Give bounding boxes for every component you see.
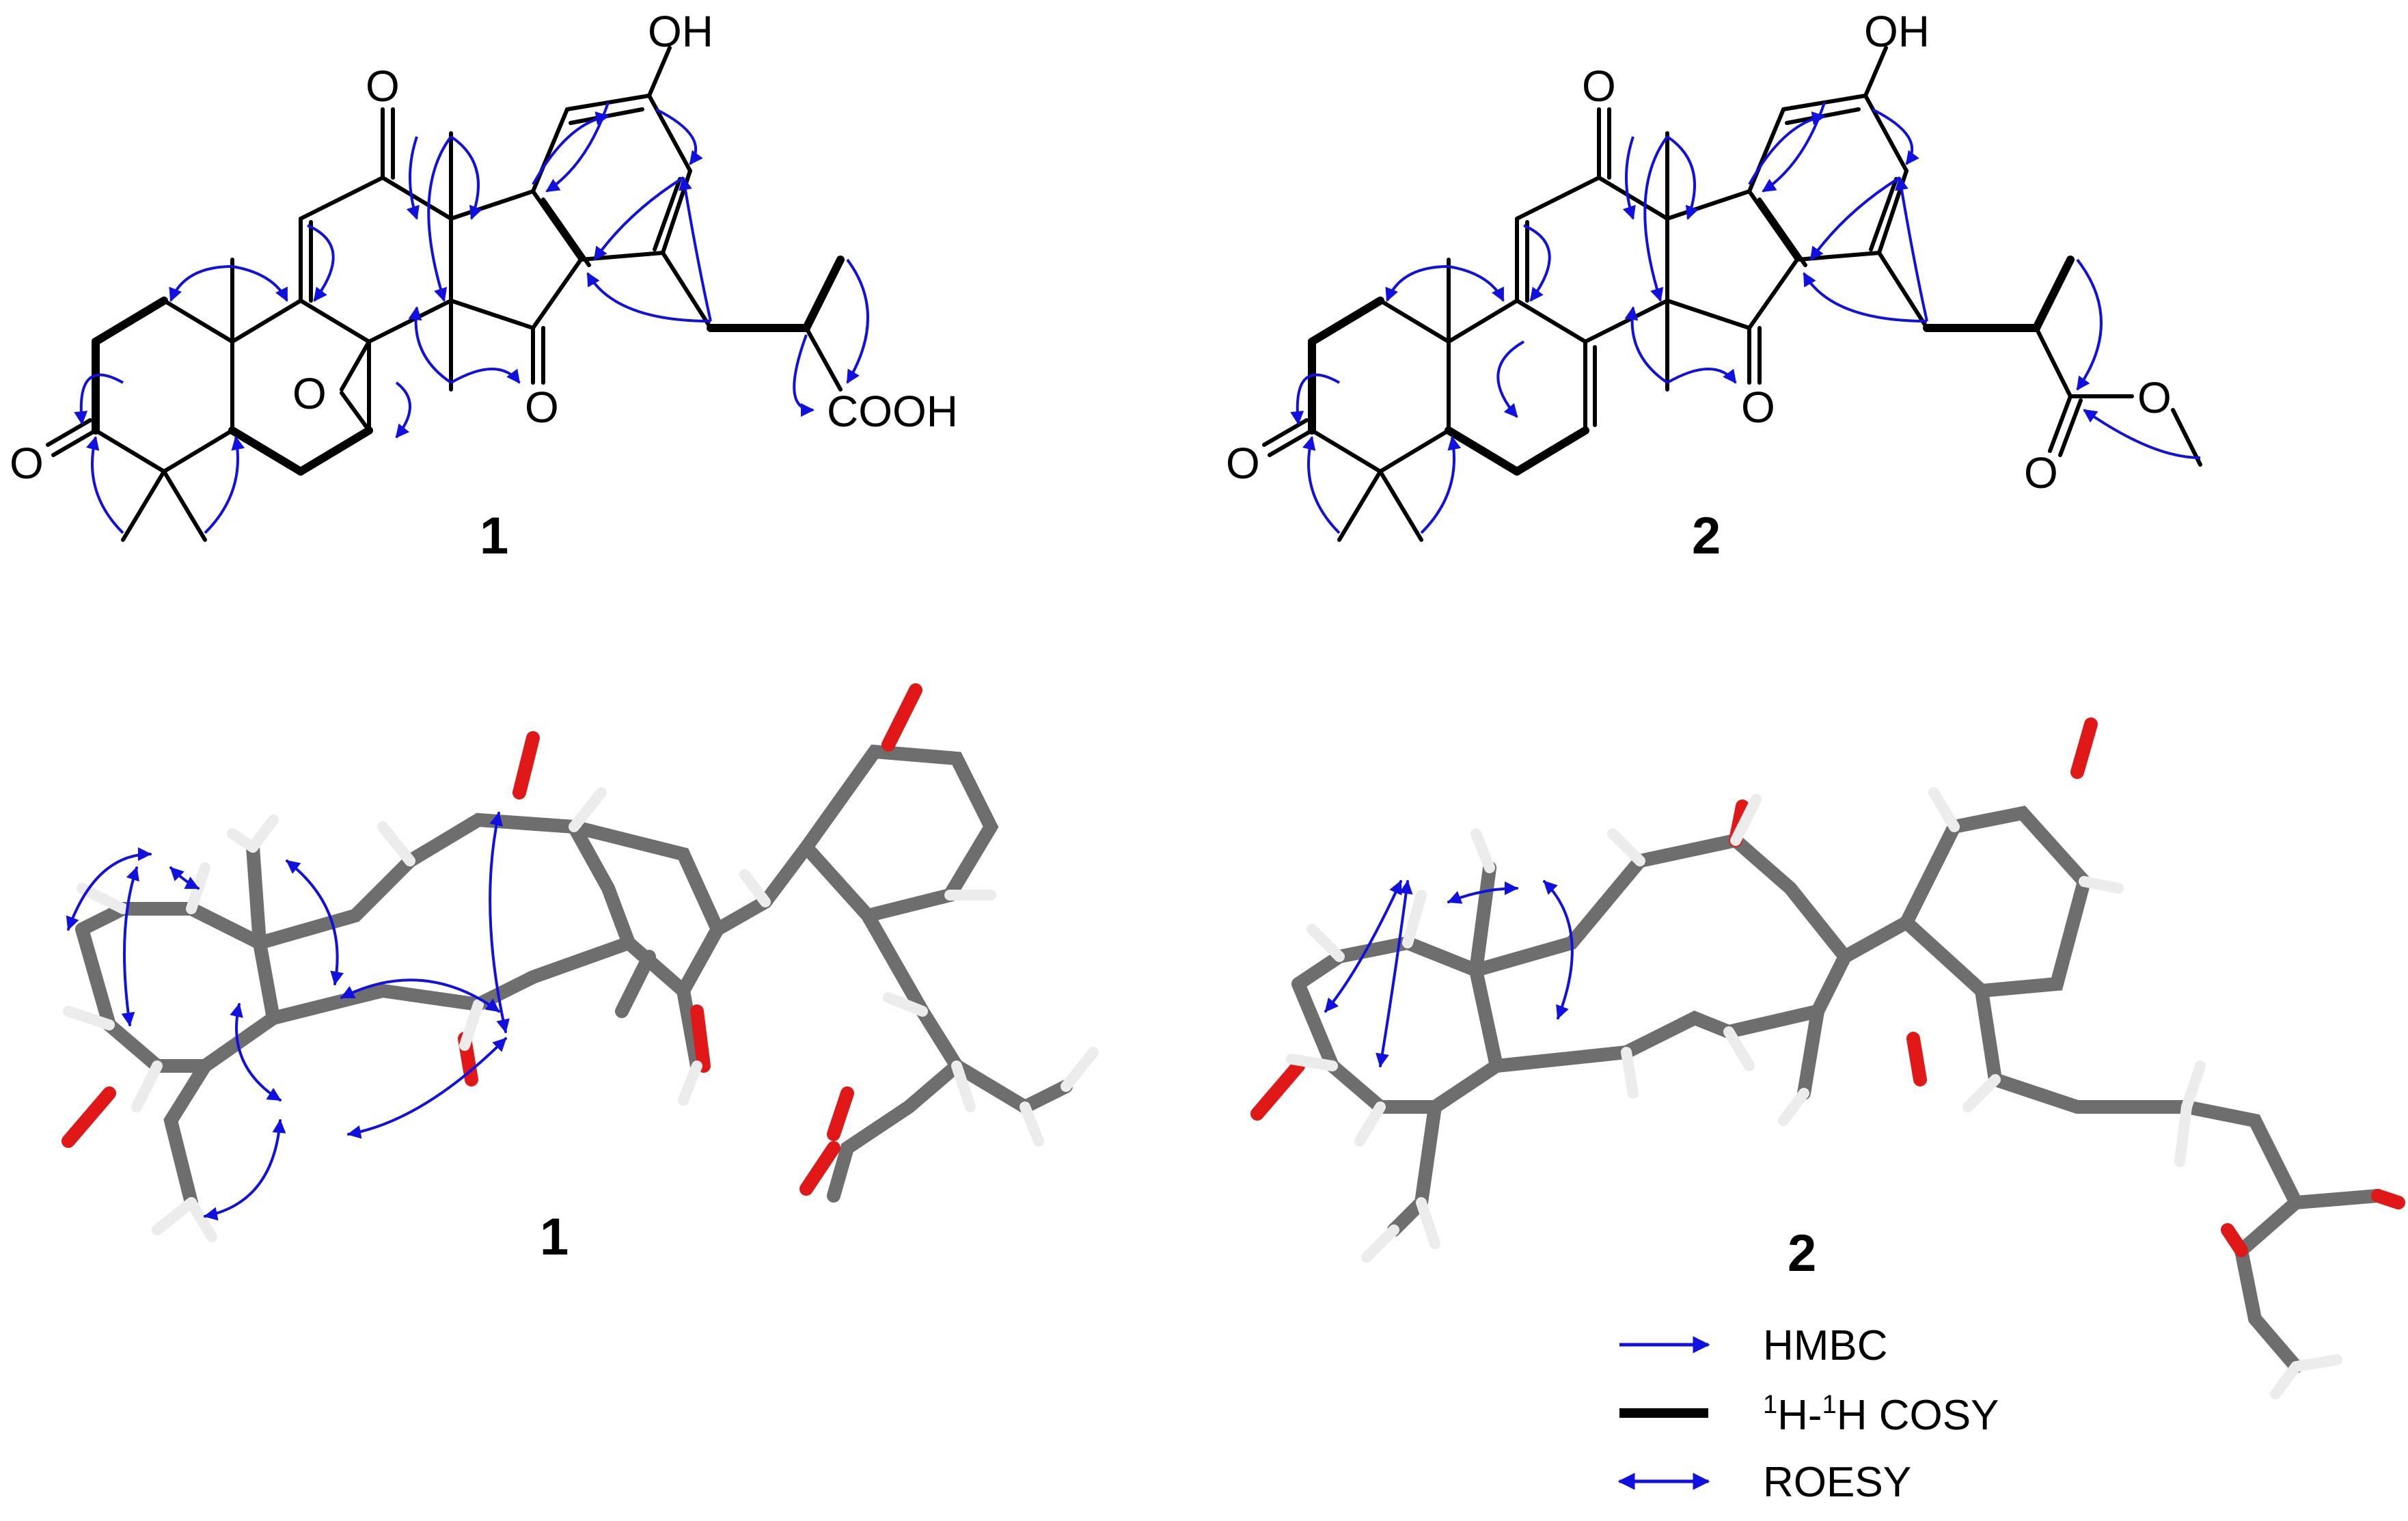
legend: HMBC 1H-1H COSY ROESY <box>1617 1322 1999 1506</box>
ester-oxygen-2: O <box>2137 373 2172 422</box>
roesy-correlations-1 <box>66 812 510 1221</box>
conformer-label-2: 2 <box>1788 1224 1816 1283</box>
ester-carbonyl-oxygen-2: O <box>2024 448 2058 497</box>
ring-c-1 <box>299 176 453 344</box>
conformer-1 <box>61 683 1099 1242</box>
structure-2 <box>1262 46 2202 542</box>
ring-b-2 <box>1445 299 1597 476</box>
roesy-legend-label: ROESY <box>1763 1459 1911 1506</box>
hydrogen-sticks-2 <box>1286 787 2342 1399</box>
c11-ketone-oxygen-2: O <box>1582 61 1616 111</box>
carboxyl-label-1: COOH <box>827 387 958 436</box>
ring-c-2 <box>1515 176 1669 344</box>
cosy-part-h: H- <box>1777 1392 1822 1439</box>
c3-ketone-oxygen-1: O <box>10 439 44 488</box>
roesy-correlations-2 <box>1324 880 1574 1067</box>
ring-e-1 <box>531 94 692 262</box>
cosy-sup-2: 1 <box>1822 1390 1837 1419</box>
ring-b-1 <box>228 299 373 476</box>
ring-d-1 <box>449 189 591 330</box>
hydrogen-sticks-1 <box>63 787 1099 1242</box>
conformer-label-1: 1 <box>540 1208 569 1266</box>
ring-a-1 <box>92 297 234 474</box>
ring-a-2 <box>1308 297 1451 474</box>
c3-ketone-oxygen-2: O <box>1226 439 1260 488</box>
carbon-skeleton-2 <box>1291 806 2385 1373</box>
hydroxyl-label-2: OH <box>1864 7 1930 56</box>
compound-label-2: 2 <box>1692 507 1721 565</box>
cosy-part-rest: H COSY <box>1837 1392 1999 1439</box>
c15-ketone-oxygen-2: O <box>1741 383 1775 432</box>
c11-ketone-oxygen-1: O <box>366 61 400 111</box>
conformer-2 <box>1250 717 2405 1399</box>
c15-ketone-oxygen-1: O <box>525 383 559 432</box>
hmbc-correlations-2 <box>1290 102 2201 534</box>
hydroxyl-label-1: OH <box>648 7 713 56</box>
compound-label-1: 1 <box>480 507 508 565</box>
ring-e-2 <box>1747 94 1908 262</box>
structure-1 <box>46 46 845 542</box>
epoxide-oxygen-1: O <box>292 369 327 418</box>
hmbc-correlations-1 <box>74 102 869 534</box>
cosy-sup-1: 1 <box>1763 1390 1777 1419</box>
hmbc-legend-label: HMBC <box>1763 1322 1888 1369</box>
ring-d-2 <box>1665 189 1807 330</box>
cosy-legend-label: 1H-1H COSY <box>1763 1390 1999 1439</box>
